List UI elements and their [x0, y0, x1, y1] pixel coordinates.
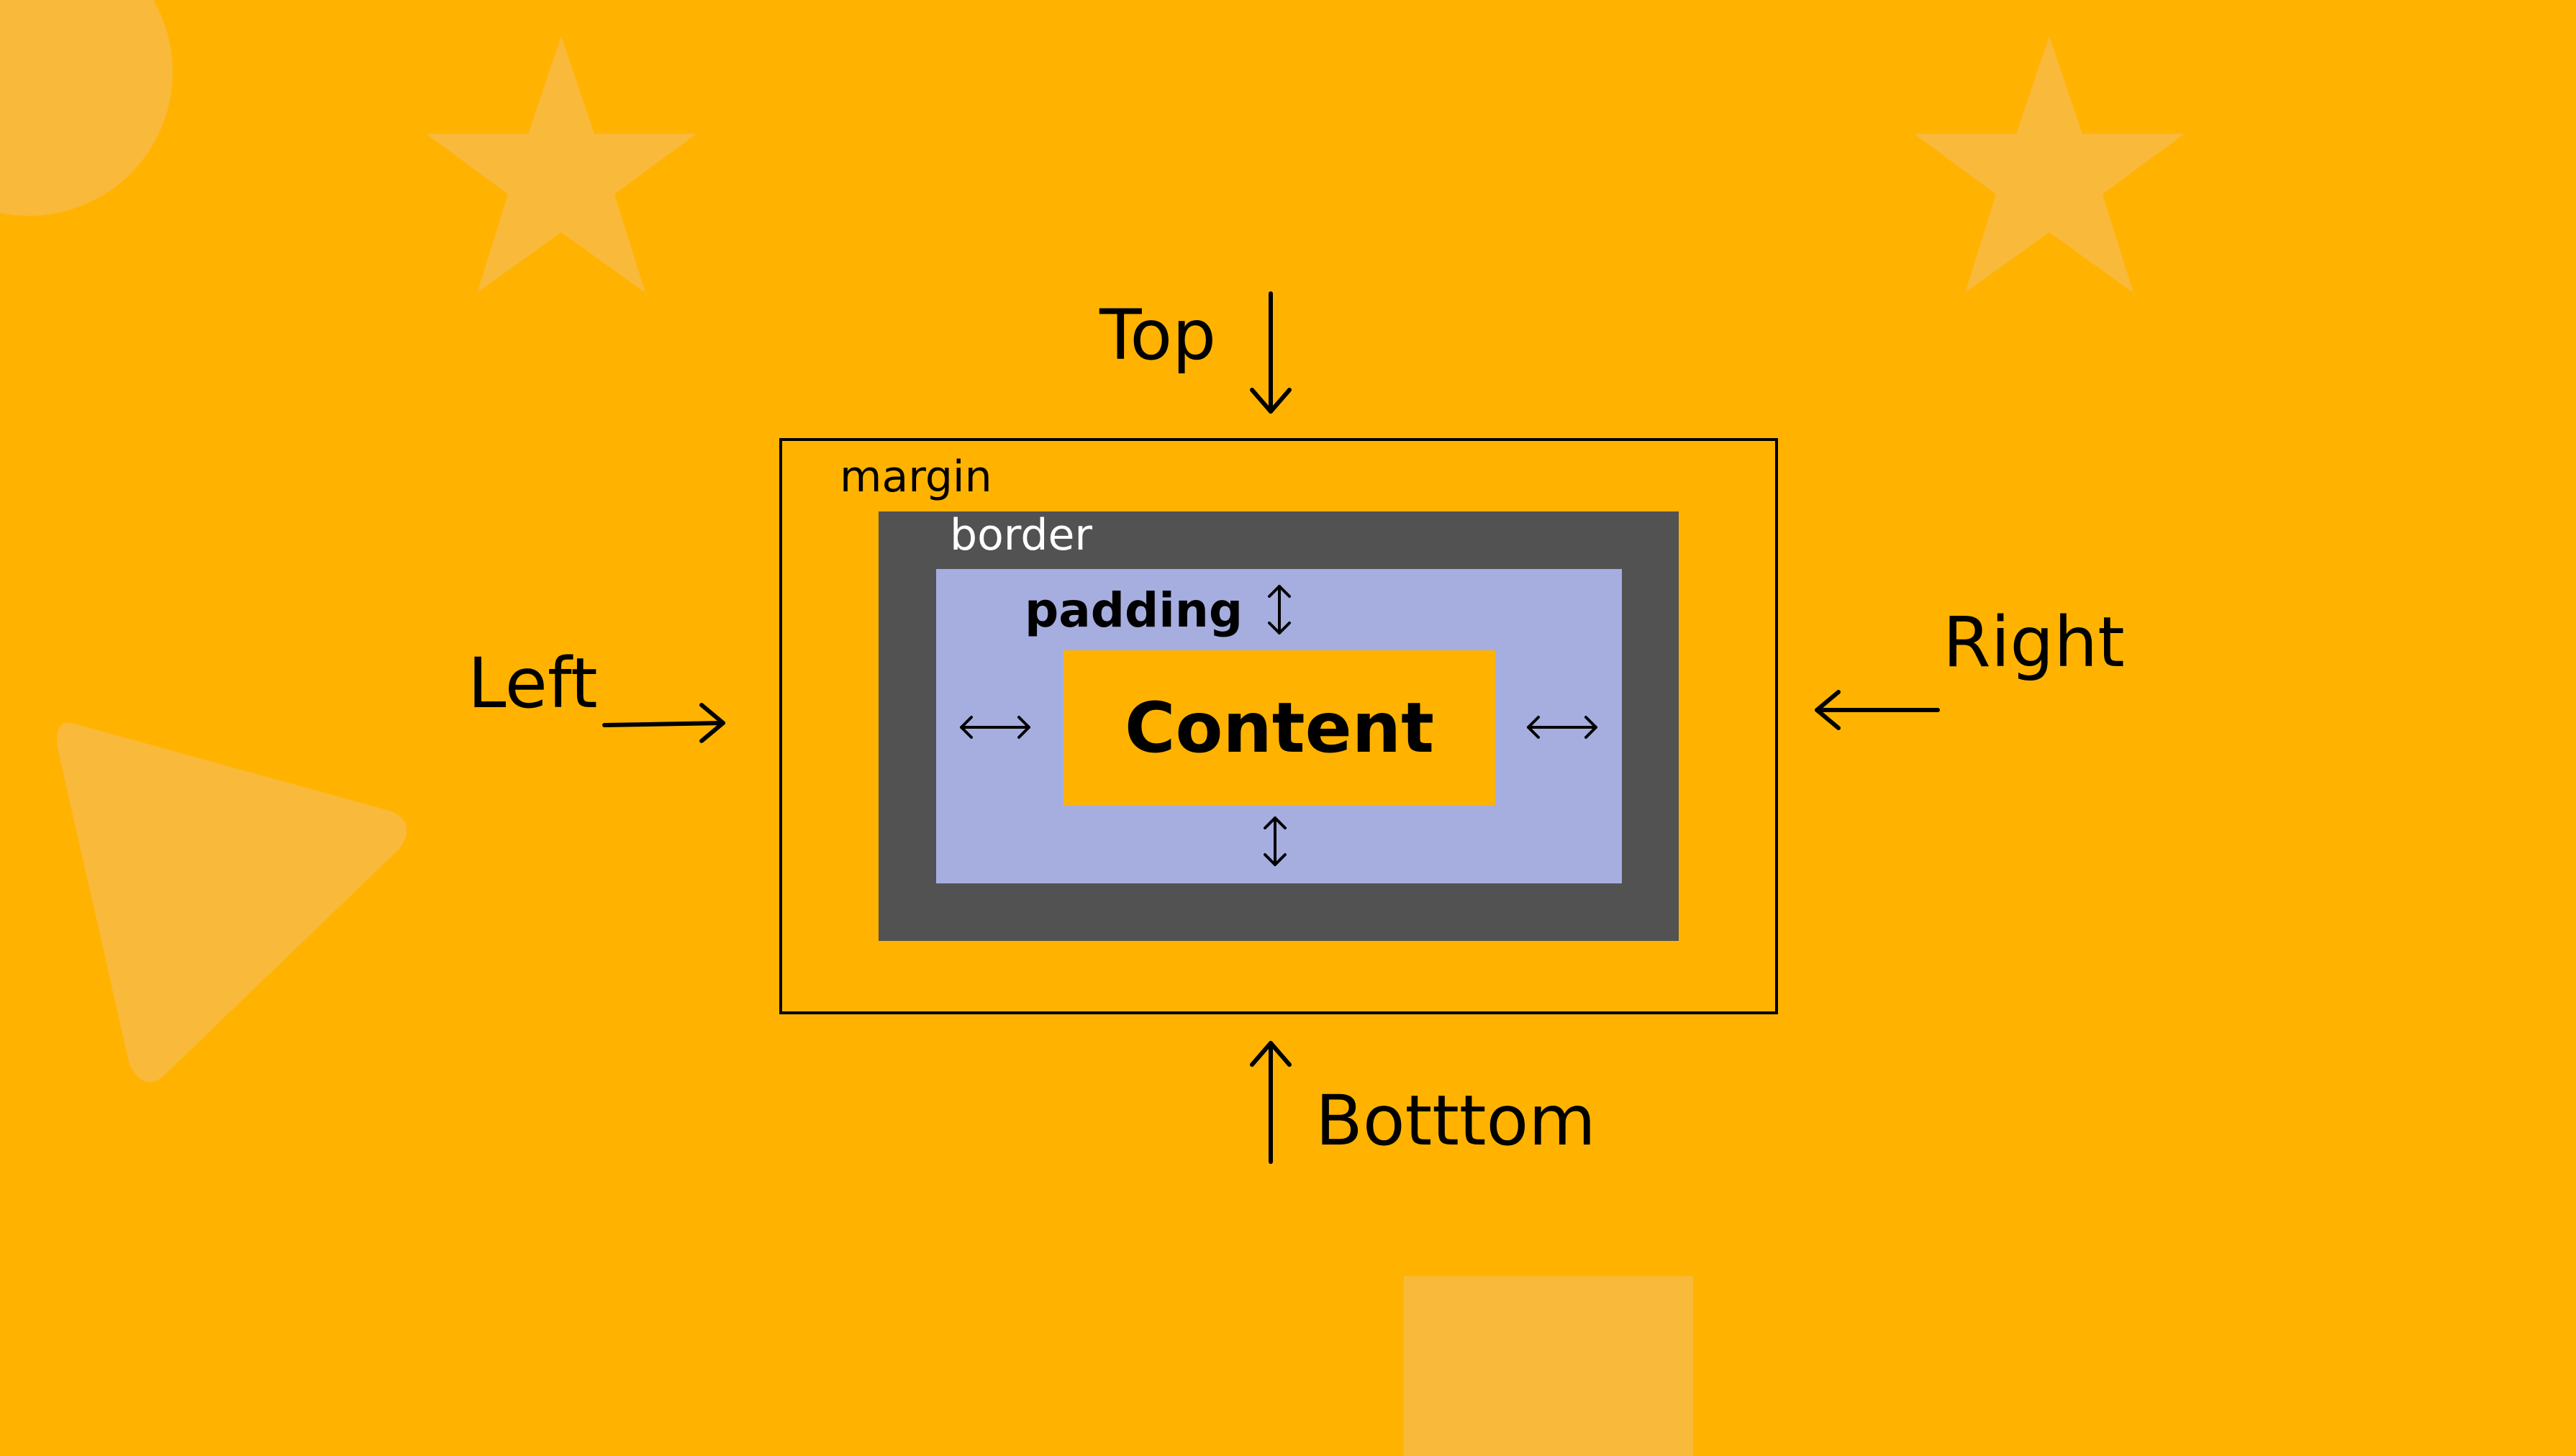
top-label: Top: [1099, 295, 1216, 376]
padding-label: padding: [1025, 583, 1243, 638]
star-shape-left: [426, 36, 697, 293]
star-shape-right: [1914, 36, 2185, 293]
bottom-label: Botttom: [1315, 1080, 1596, 1161]
content-label: Content: [1125, 687, 1434, 768]
circle-shape: [0, 0, 173, 216]
square-shape: [1404, 1276, 1693, 1456]
left-label: Left: [468, 643, 598, 724]
border-label: border: [950, 510, 1093, 560]
margin-label: margin: [840, 452, 992, 502]
right-label: Right: [1943, 602, 2125, 683]
content-box: Content: [1063, 650, 1495, 805]
margin-box: [779, 438, 1778, 1014]
triangle-shape: [57, 722, 407, 1083]
